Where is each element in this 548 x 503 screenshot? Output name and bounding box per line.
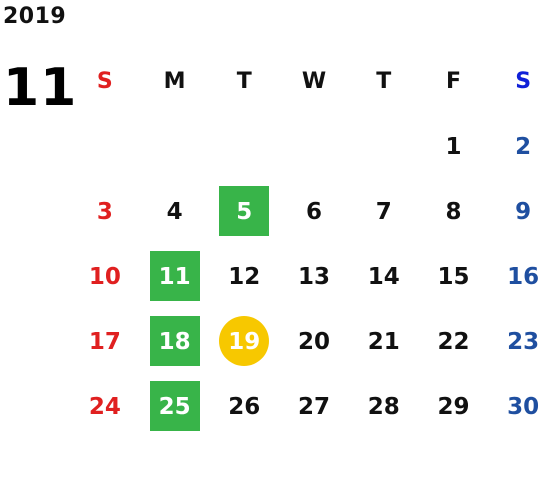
week-row: 10 11 12 13 14 15 16 xyxy=(70,244,548,309)
day-cell[interactable]: 15 xyxy=(419,244,489,309)
day-cell[interactable]: 4 xyxy=(140,179,210,244)
weekday-mon: M xyxy=(163,68,186,94)
day-number: 10 xyxy=(88,263,121,290)
day-cell[interactable]: 23 xyxy=(488,309,548,374)
day-cell[interactable]: 22 xyxy=(419,309,489,374)
day-number: 4 xyxy=(166,198,183,225)
day-number: 17 xyxy=(88,328,121,355)
day-cell[interactable]: 21 xyxy=(349,309,419,374)
calendar-grid: S M T W T F S 1 2 3 4 5 6 7 8 9 xyxy=(70,48,548,439)
day-number: 22 xyxy=(437,328,470,355)
day-number: 9 xyxy=(515,198,532,225)
day-cell xyxy=(209,114,279,179)
day-cell-highlighted[interactable]: 25 xyxy=(140,374,210,439)
day-cell[interactable]: 24 xyxy=(70,374,140,439)
day-cell[interactable]: 17 xyxy=(70,309,140,374)
week-row: 24 25 26 27 28 29 30 xyxy=(70,374,548,439)
day-number: 11 xyxy=(158,263,191,290)
day-number: 5 xyxy=(236,198,253,225)
day-number: 21 xyxy=(367,328,400,355)
day-number: 12 xyxy=(228,263,261,290)
weekday-wed: W xyxy=(301,68,327,94)
day-cell[interactable]: 12 xyxy=(209,244,279,309)
day-cell xyxy=(349,114,419,179)
day-cell[interactable]: 1 xyxy=(419,114,489,179)
day-number: 26 xyxy=(228,393,261,420)
day-cell[interactable]: 14 xyxy=(349,244,419,309)
day-cell[interactable]: 9 xyxy=(488,179,548,244)
week-row: 17 18 19 20 21 22 23 xyxy=(70,309,548,374)
weekday-fri: F xyxy=(445,68,461,94)
day-cell xyxy=(140,114,210,179)
day-cell[interactable]: 13 xyxy=(279,244,349,309)
weekday-header: S M T W T F S xyxy=(70,48,548,114)
day-cell[interactable]: 20 xyxy=(279,309,349,374)
weekday-tue: T xyxy=(236,68,252,94)
day-cell[interactable]: 16 xyxy=(488,244,548,309)
day-cell xyxy=(70,114,140,179)
day-cell[interactable]: 8 xyxy=(419,179,489,244)
day-number: 23 xyxy=(507,328,540,355)
day-cell[interactable]: 29 xyxy=(419,374,489,439)
day-cell[interactable]: 28 xyxy=(349,374,419,439)
day-number: 3 xyxy=(96,198,113,225)
day-number: 27 xyxy=(298,393,331,420)
week-row: 1 2 xyxy=(70,114,548,179)
day-number: 25 xyxy=(158,393,191,420)
day-cell[interactable]: 3 xyxy=(70,179,140,244)
day-cell-highlighted[interactable]: 11 xyxy=(140,244,210,309)
day-number: 30 xyxy=(507,393,540,420)
day-number: 16 xyxy=(507,263,540,290)
weekday-sun: S xyxy=(96,68,113,94)
day-number: 19 xyxy=(228,328,261,355)
day-number: 1 xyxy=(445,133,462,160)
day-cell[interactable]: 2 xyxy=(488,114,548,179)
day-number: 28 xyxy=(367,393,400,420)
day-number: 29 xyxy=(437,393,470,420)
weekday-sat: S xyxy=(515,68,532,94)
day-cell-today[interactable]: 19 xyxy=(209,309,279,374)
day-number: 18 xyxy=(158,328,191,355)
day-number: 24 xyxy=(88,393,121,420)
day-number: 2 xyxy=(515,133,532,160)
day-cell[interactable]: 10 xyxy=(70,244,140,309)
day-number: 13 xyxy=(298,263,331,290)
day-cell-highlighted[interactable]: 5 xyxy=(209,179,279,244)
day-cell-highlighted[interactable]: 18 xyxy=(140,309,210,374)
day-cell[interactable]: 7 xyxy=(349,179,419,244)
day-cell xyxy=(279,114,349,179)
weekday-thu: T xyxy=(376,68,392,94)
day-cell[interactable]: 6 xyxy=(279,179,349,244)
year-label: 2019 xyxy=(3,4,67,29)
day-cell[interactable]: 26 xyxy=(209,374,279,439)
day-cell[interactable]: 30 xyxy=(488,374,548,439)
day-number: 7 xyxy=(375,198,392,225)
day-number: 8 xyxy=(445,198,462,225)
day-number: 14 xyxy=(367,263,400,290)
week-row: 3 4 5 6 7 8 9 xyxy=(70,179,548,244)
month-label: 11 xyxy=(3,58,78,118)
day-number: 20 xyxy=(298,328,331,355)
day-number: 15 xyxy=(437,263,470,290)
day-number: 6 xyxy=(306,198,323,225)
day-cell[interactable]: 27 xyxy=(279,374,349,439)
